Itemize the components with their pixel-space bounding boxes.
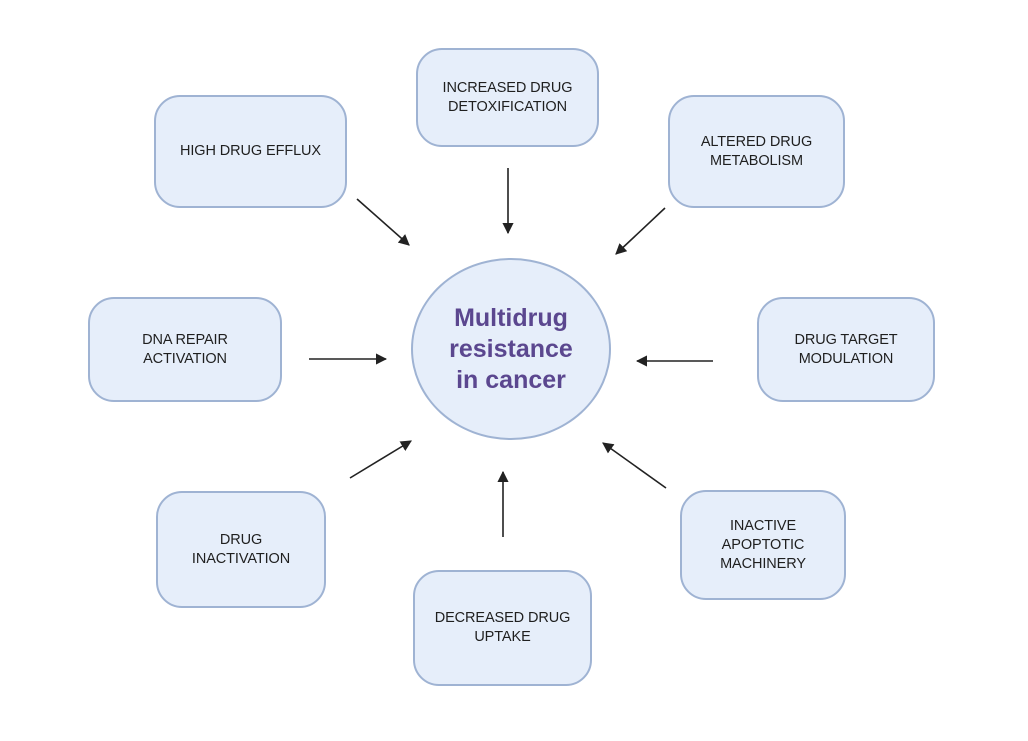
arrow-altered-drug-metabolism (615, 207, 666, 255)
node-dna-repair-activation: DNA REPAIR ACTIVATION (88, 297, 282, 402)
arrow-inactive-apoptotic-machinery (602, 442, 667, 489)
node-decreased-drug-uptake: DECREASED DRUG UPTAKE (413, 570, 592, 686)
node-inactive-apoptotic-machinery: INACTIVE APOPTOTIC MACHINERY (680, 490, 846, 600)
node-drug-target-modulation: DRUG TARGET MODULATION (757, 297, 935, 402)
node-label: INACTIVE APOPTOTIC MACHINERY (720, 517, 806, 572)
node-increased-drug-detoxification: INCREASED DRUG DETOXIFICATION (416, 48, 599, 147)
node-drug-inactivation: DRUG INACTIVATION (156, 491, 326, 608)
node-label: DRUG INACTIVATION (191, 531, 291, 567)
center-node: Multidrug resistance in cancer (411, 258, 611, 440)
node-label: ALTERED DRUG METABOLISM (700, 133, 813, 169)
arrow-drug-inactivation (349, 440, 412, 479)
center-node-label: Multidrug resistance in cancer (449, 303, 573, 394)
node-label: INCREASED DRUG DETOXIFICATION (442, 79, 573, 115)
node-label: DRUG TARGET MODULATION (794, 331, 898, 367)
arrow-high-drug-efflux (356, 198, 410, 246)
node-label: DNA REPAIR ACTIVATION (142, 331, 228, 367)
node-label: DECREASED DRUG UPTAKE (434, 610, 571, 645)
node-high-drug-efflux: HIGH DRUG EFFLUX (154, 95, 347, 208)
node-label: HIGH DRUG EFFLUX (180, 143, 321, 159)
node-altered-drug-metabolism: ALTERED DRUG METABOLISM (668, 95, 845, 208)
